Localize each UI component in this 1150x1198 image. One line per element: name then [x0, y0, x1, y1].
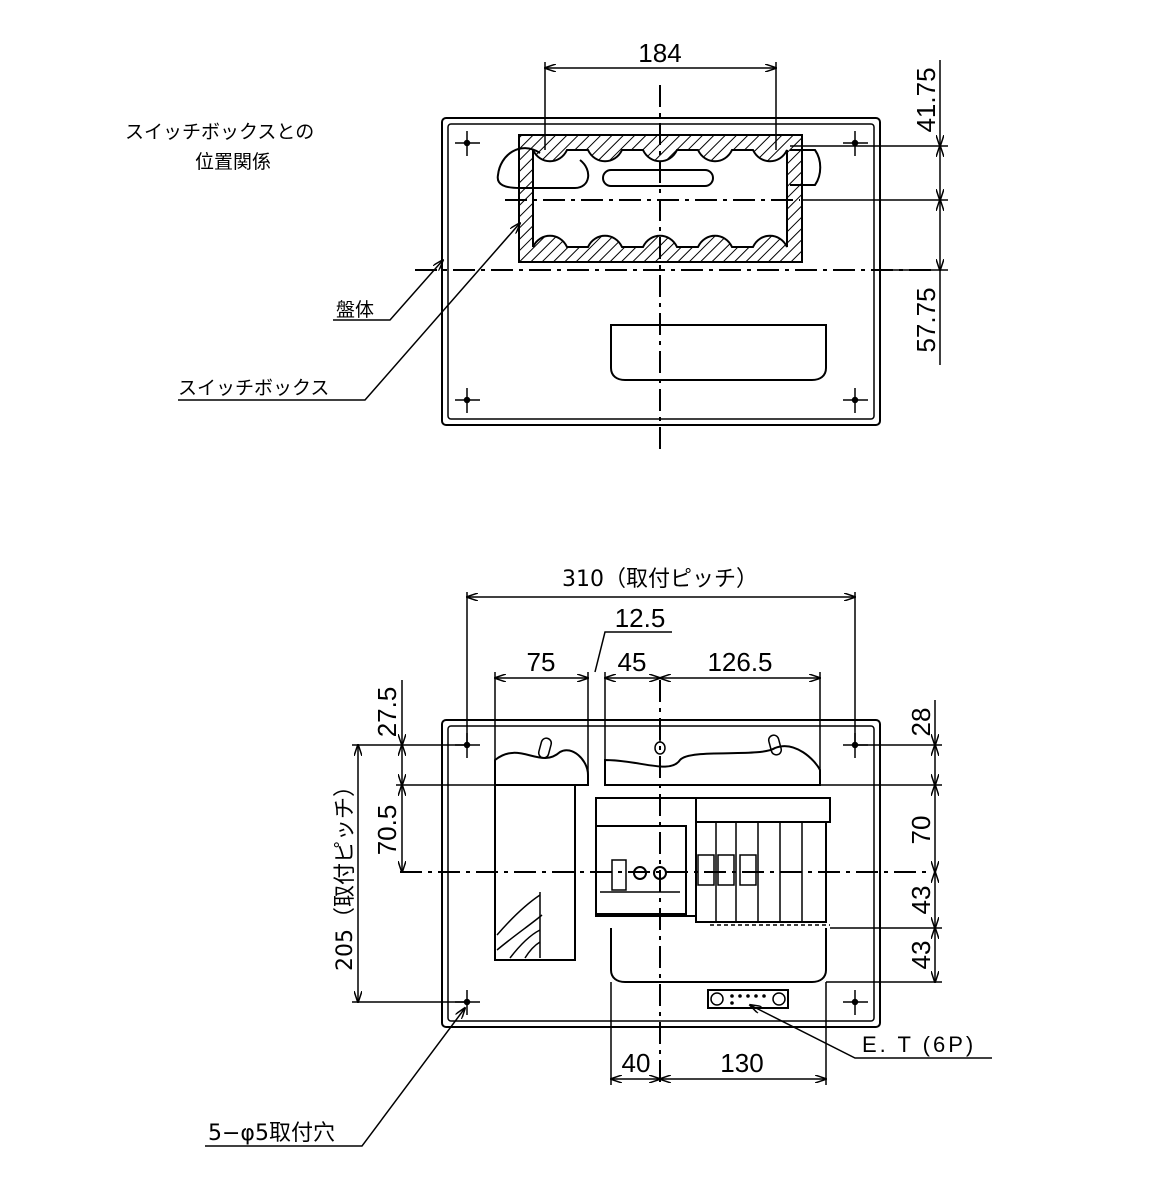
- mount-crosses: [455, 131, 868, 413]
- caption-line2: 位置関係: [195, 151, 271, 173]
- panel-outline: [441, 117, 881, 426]
- dim-45: 45: [618, 647, 647, 677]
- dim-70: 70: [906, 816, 936, 845]
- dim-310-pitch: 310（取付ピッチ）: [562, 567, 758, 592]
- dim-75: 75: [527, 647, 556, 677]
- front-view: 310（取付ピッチ） 12.5 75 45 126.5 205（取付ピッチ） 2…: [205, 567, 992, 1147]
- dim-126-5: 126.5: [707, 647, 772, 677]
- label-et-6p: E. T (6P): [862, 1032, 976, 1057]
- dim-41-75: 41.75: [911, 67, 941, 132]
- et-terminal: [707, 989, 789, 1009]
- dim-43-upper: 43: [906, 886, 936, 915]
- dim-27-5: 27.5: [372, 687, 402, 738]
- label-mount-holes: 5−φ5取付穴: [208, 1121, 335, 1146]
- dim-43-lower: 43: [906, 941, 936, 970]
- dim-205-pitch: 205（取付ピッチ）: [333, 775, 358, 971]
- dim-12-5: 12.5: [615, 603, 666, 633]
- mount-holes: [455, 733, 868, 1015]
- label-switchbox: スイッチボックス: [178, 377, 329, 399]
- dim-70-5: 70.5: [372, 805, 402, 856]
- caption-line1: スイッチボックスとの: [125, 121, 314, 143]
- dim-57-75: 57.75: [911, 287, 941, 352]
- dim-130: 130: [720, 1048, 763, 1078]
- dim-184: 184: [638, 38, 681, 68]
- top-view: 184 41.75 57.75 スイッチボックスとの 位置関係 盤体 スイッチボ…: [125, 38, 948, 455]
- label-panel: 盤体: [336, 299, 374, 321]
- dim-28: 28: [906, 708, 936, 737]
- switch-box: [518, 134, 803, 263]
- dim-40: 40: [622, 1048, 651, 1078]
